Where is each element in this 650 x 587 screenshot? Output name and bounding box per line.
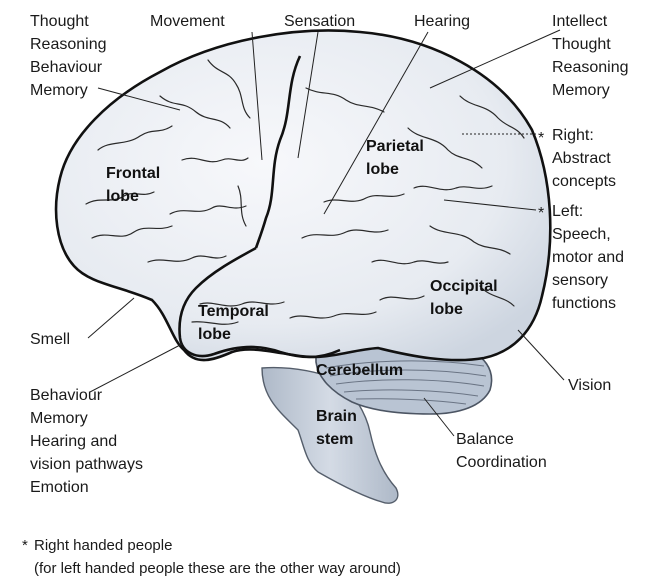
- annotation-balance: Balance Coordination: [456, 431, 547, 471]
- frontal-label-1: Frontal: [106, 165, 160, 182]
- annotation-line: Memory: [30, 410, 88, 427]
- annotation-line: Balance: [456, 431, 514, 448]
- annotation-line: Speech,: [552, 226, 611, 243]
- leader-temporal-functions: [90, 344, 182, 392]
- annotation-line: motor and: [552, 249, 624, 266]
- occipital-label-2: lobe: [430, 301, 463, 318]
- annotation-line: Reasoning: [552, 59, 629, 76]
- cerebellum-label: Cerebellum: [316, 362, 403, 379]
- temporal-label-1: Temporal: [198, 303, 269, 320]
- annotation-line: Memory: [30, 82, 88, 99]
- annotation-temporal-functions: Behaviour Memory Hearing and vision path…: [30, 387, 143, 496]
- annotation-line: concepts: [552, 173, 616, 190]
- occipital-label-1: Occipital: [430, 278, 498, 295]
- annotation-frontal-functions: Thought Reasoning Behaviour Memory: [30, 13, 107, 99]
- parietal-label-2: lobe: [366, 161, 399, 178]
- annotation-smell: Smell: [30, 331, 70, 348]
- annotation-line: vision pathways: [30, 456, 143, 473]
- annotation-line: Intellect: [552, 13, 608, 30]
- annotation-movement: Movement: [150, 13, 225, 30]
- annotation-line: Memory: [552, 82, 610, 99]
- asterisk-left: *: [538, 205, 544, 222]
- annotation-line: Reasoning: [30, 36, 107, 53]
- annotation-line: Hearing and: [30, 433, 117, 450]
- annotation-line: Left:: [552, 203, 583, 220]
- annotation-hearing: Hearing: [414, 13, 470, 30]
- asterisk-right: *: [538, 130, 544, 147]
- annotation-line: Emotion: [30, 479, 89, 496]
- annotation-line: Thought: [30, 13, 89, 30]
- temporal-label-2: lobe: [198, 326, 231, 343]
- annotation-line: sensory: [552, 272, 608, 289]
- footnote-symbol: *: [22, 537, 28, 554]
- annotation-line: Behaviour: [30, 387, 103, 404]
- frontal-label-2: lobe: [106, 188, 139, 205]
- annotation-intellect: Intellect Thought Reasoning Memory: [552, 13, 629, 99]
- footnote: * Right handed people (for left handed p…: [22, 537, 401, 577]
- annotation-line: Thought: [552, 36, 611, 53]
- annotation-line: Behaviour: [30, 59, 103, 76]
- parietal-label-1: Parietal: [366, 138, 424, 155]
- annotation-line: Coordination: [456, 454, 547, 471]
- annotation-line: Right:: [552, 127, 594, 144]
- footnote-line-2: (for left handed people these are the ot…: [34, 560, 401, 577]
- leader-vision: [518, 330, 564, 380]
- brainstem-label-1: Brain: [316, 408, 357, 425]
- footnote-line-1: Right handed people: [34, 537, 172, 554]
- annotation-lateralization: Right: Abstract concepts Left: Speech, m…: [552, 127, 624, 312]
- annotation-line: Abstract: [552, 150, 611, 167]
- leader-smell: [88, 298, 134, 338]
- annotation-line: functions: [552, 295, 616, 312]
- brainstem-label-2: stem: [316, 431, 353, 448]
- annotation-vision: Vision: [568, 377, 611, 394]
- annotation-sensation: Sensation: [284, 13, 355, 30]
